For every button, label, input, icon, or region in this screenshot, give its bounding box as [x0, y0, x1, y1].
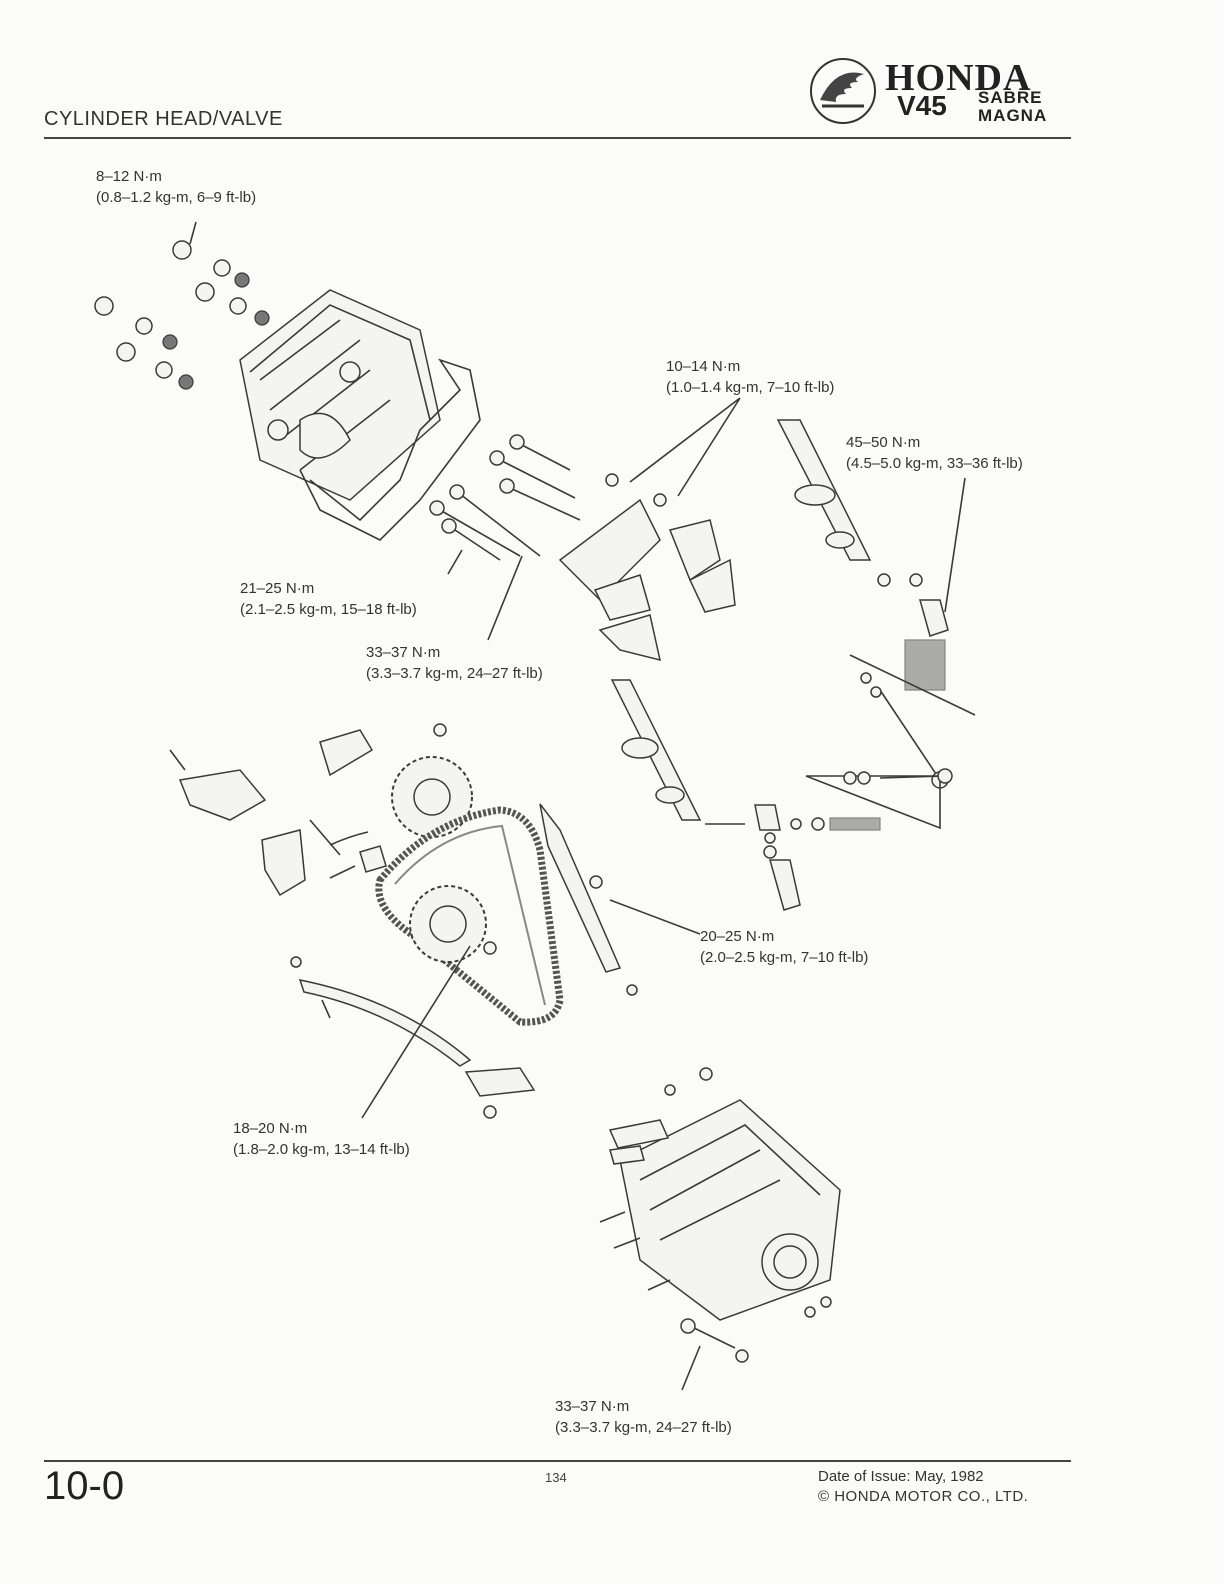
section-title: CYLINDER HEAD/VALVE	[44, 108, 283, 130]
chain-slipper	[290, 956, 536, 1119]
upper-cam-sprocket	[391, 756, 473, 838]
torque-value: 33–37 N·m	[555, 1398, 630, 1415]
valve-assembly-upper	[849, 573, 976, 789]
leader-lines	[189, 221, 966, 1391]
torque-value: 18–20 N·m	[233, 1120, 308, 1137]
honda-wing-logo	[810, 58, 876, 124]
rocker-arm-brackets	[558, 473, 736, 662]
brand-model: V45	[897, 90, 947, 121]
torque-spec-head-bolt-large: 33–37 N·m (3.3–3.7 kg-m, 24–27 ft-lb)	[366, 642, 543, 684]
torque-value: 45–50 N·m	[846, 434, 921, 451]
lower-cam-sprocket	[409, 885, 497, 963]
brand-honda: HONDA	[885, 57, 1032, 99]
torque-detail: (4.5–5.0 kg-m, 33–36 ft-lb)	[846, 455, 1023, 472]
torque-detail: (3.3–3.7 kg-m, 24–27 ft-lb)	[366, 665, 543, 682]
valve-assembly-lower	[705, 768, 953, 911]
torque-value: 33–37 N·m	[366, 644, 441, 661]
torque-detail: (2.0–2.5 kg-m, 7–10 ft-lb)	[700, 949, 869, 966]
head-bolts	[429, 434, 581, 561]
header-rule	[44, 137, 1071, 139]
torque-spec-cover-bolt: 8–12 N·m (0.8–1.2 kg-m, 6–9 ft-lb)	[96, 166, 256, 208]
chain-guide	[539, 803, 638, 996]
torque-detail: (1.8–2.0 kg-m, 13–14 ft-lb)	[233, 1141, 410, 1158]
torque-spec-chain-guide: 20–25 N·m (2.0–2.5 kg-m, 7–10 ft-lb)	[700, 926, 868, 968]
torque-value: 21–25 N·m	[240, 580, 315, 597]
torque-detail: (2.1–2.5 kg-m, 15–18 ft-lb)	[240, 601, 417, 618]
torque-value: 20–25 N·m	[700, 928, 775, 945]
cam-chain-tensioner	[169, 723, 447, 897]
footer-rule	[44, 1460, 1071, 1462]
issue-date: Date of Issue: May, 1982	[818, 1468, 984, 1485]
page-number: 134	[545, 1470, 567, 1485]
torque-value: 8–12 N·m	[96, 168, 162, 185]
cylinder-head-cover	[239, 289, 441, 501]
page-code: 10-0	[44, 1464, 125, 1508]
brand-magna: MAGNA	[978, 106, 1048, 125]
cover-bolts	[94, 240, 270, 390]
cam-chain	[375, 806, 564, 1026]
torque-spec-valve-guide: 45–50 N·m (4.5–5.0 kg-m, 33–36 ft-lb)	[846, 432, 1023, 474]
copyright: © HONDA MOTOR CO., LTD.	[818, 1488, 1029, 1505]
brand-sabre: SABRE	[978, 88, 1043, 107]
torque-spec-rocker-bolt: 10–14 N·m (1.0–1.4 kg-m, 7–10 ft-lb)	[666, 356, 834, 398]
head-cover-gasket	[299, 358, 481, 541]
torque-detail: (3.3–3.7 kg-m, 24–27 ft-lb)	[555, 1419, 732, 1436]
torque-detail: (0.8–1.2 kg-m, 6–9 ft-lb)	[96, 189, 257, 206]
torque-spec-sprocket-bolt: 18–20 N·m (1.8–2.0 kg-m, 13–14 ft-lb)	[233, 1118, 410, 1160]
lower-camshaft	[610, 679, 702, 821]
upper-camshaft	[776, 419, 872, 561]
cylinder-head	[599, 1067, 841, 1363]
torque-spec-cylinder-head-bolt: 33–37 N·m (3.3–3.7 kg-m, 24–27 ft-lb)	[555, 1396, 732, 1438]
torque-detail: (1.0–1.4 kg-m, 7–10 ft-lb)	[666, 379, 835, 396]
torque-value: 10–14 N·m	[666, 358, 741, 375]
torque-spec-head-bolt-small: 21–25 N·m (2.1–2.5 kg-m, 15–18 ft-lb)	[240, 578, 417, 620]
